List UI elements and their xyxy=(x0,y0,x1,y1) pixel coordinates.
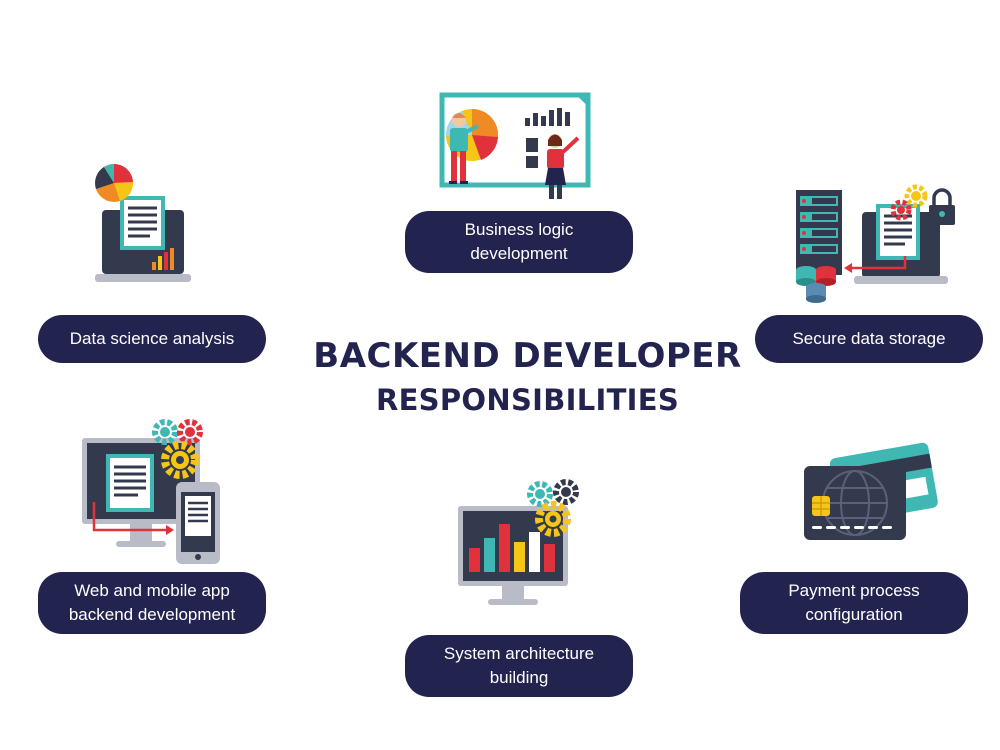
pill-line-1: Data science analysis xyxy=(69,329,235,348)
title-line-2: RESPONSIBILITIES xyxy=(375,383,680,417)
monitor-bar-chart-gears-icon xyxy=(458,479,579,605)
server-lock-icon xyxy=(796,184,955,303)
pill-line-1: Payment process xyxy=(788,581,920,600)
pill-line-2: configuration xyxy=(805,605,903,624)
pill-line-1: Web and mobile app xyxy=(74,581,230,600)
laptop-pie-chart-icon xyxy=(95,164,191,282)
pill-label: System architecture building xyxy=(444,642,594,690)
pill-label: Payment process configuration xyxy=(788,579,919,627)
pill-line-2: building xyxy=(489,668,549,687)
pill-line-2: development xyxy=(470,244,568,263)
pill-line-1: Secure data storage xyxy=(792,329,946,348)
presentation-board-icon xyxy=(439,92,591,199)
pill-label: Web and mobile app backend development xyxy=(69,579,235,627)
pill-line-1: Business logic xyxy=(464,220,574,239)
credit-cards-icon xyxy=(804,442,938,540)
data-science-analysis-pill[interactable]: Data science analysis xyxy=(38,315,266,363)
pill-line-1: System architecture xyxy=(443,644,595,663)
system-architecture-building-pill[interactable]: System architecture building xyxy=(405,635,633,697)
secure-data-storage-pill[interactable]: Secure data storage xyxy=(755,315,983,363)
title-line-1: BACKEND DEVELOPER xyxy=(313,336,742,376)
business-logic-development-pill[interactable]: Business logic development xyxy=(405,211,633,273)
web-mobile-backend-pill[interactable]: Web and mobile app backend development xyxy=(38,572,266,634)
payment-process-configuration-pill[interactable]: Payment process configuration xyxy=(740,572,968,634)
pill-label: Business logic development xyxy=(465,218,574,266)
monitor-phone-gears-icon xyxy=(82,419,220,564)
pill-line-2: backend development xyxy=(68,605,236,624)
